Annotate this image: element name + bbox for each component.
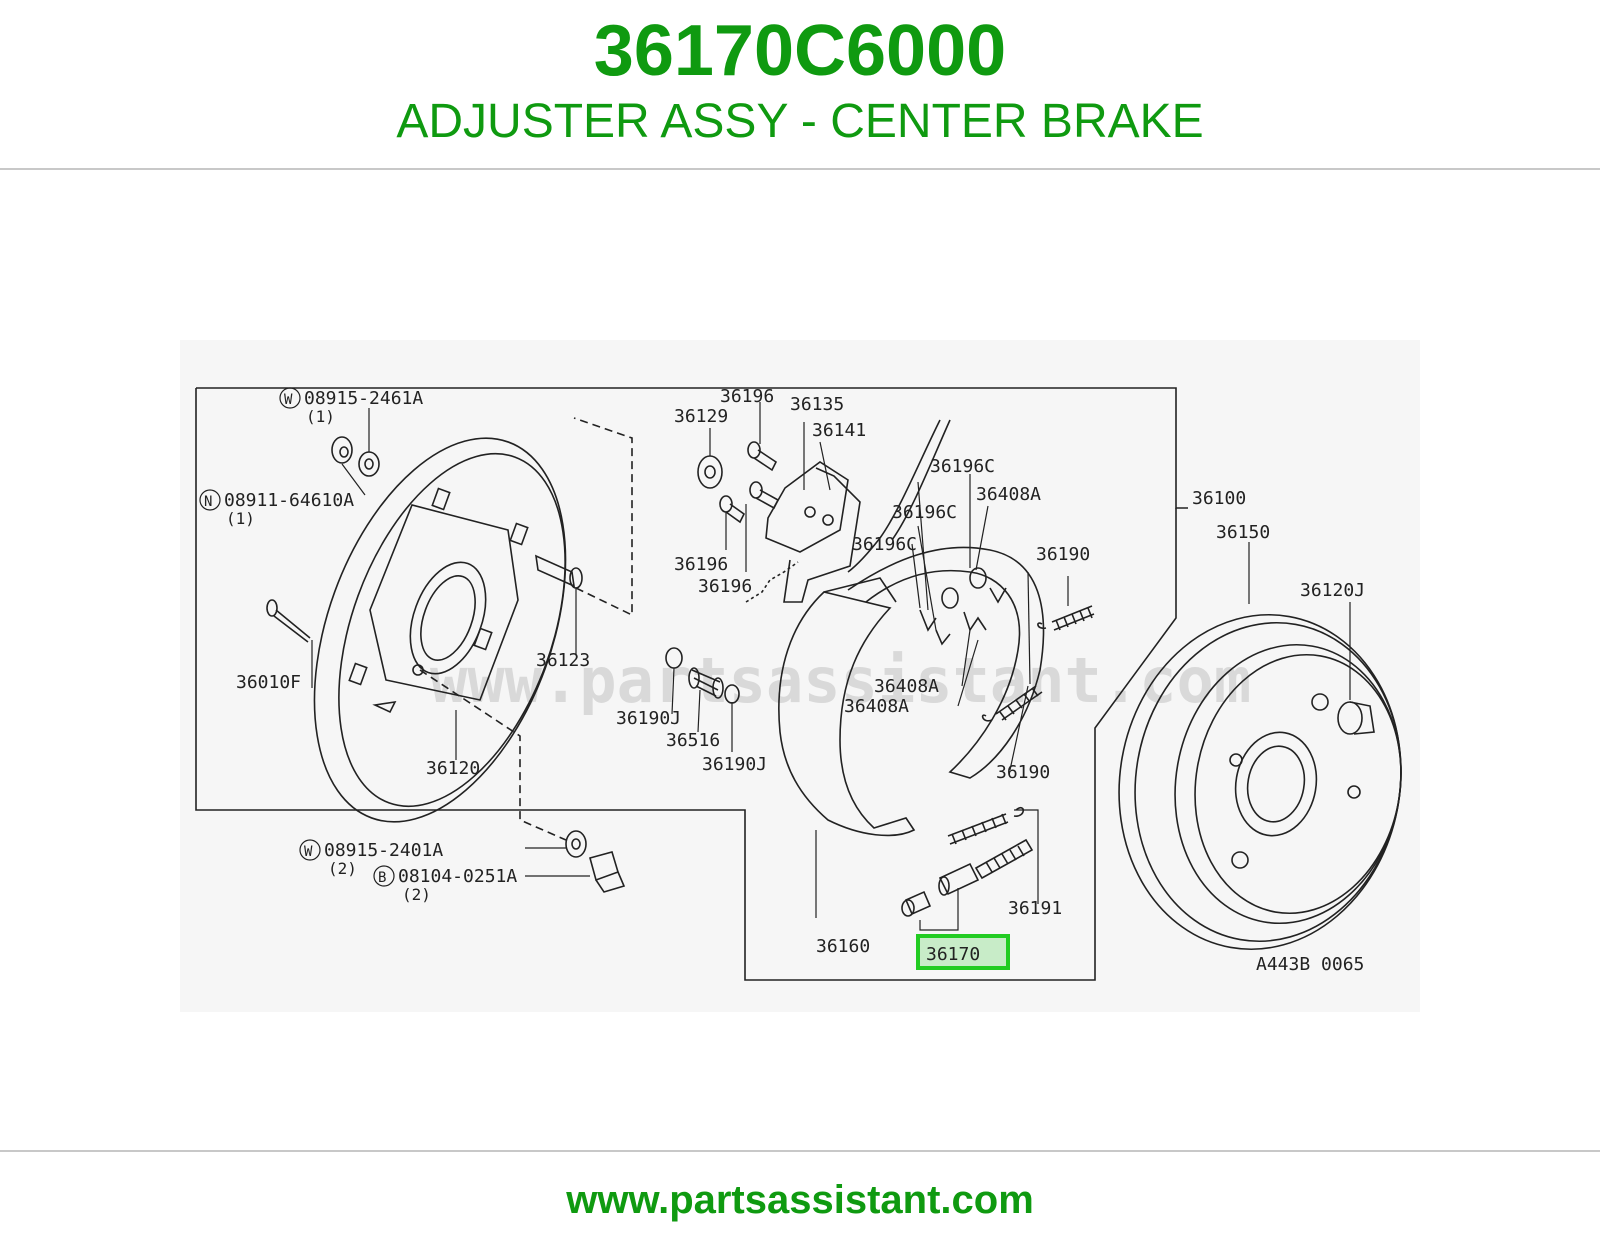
label-36100: 36100 — [1192, 488, 1246, 509]
brake-shoe-36160 — [778, 546, 1045, 837]
assembly-bracket-bottom — [195, 388, 1085, 981]
label-36190-a: 36190 — [1036, 544, 1090, 565]
dashed-leader-36123 — [573, 417, 633, 617]
label-36196-a: 36196 — [720, 386, 774, 407]
label-36135: 36135 — [790, 394, 844, 415]
dashed-leader-bolt — [419, 669, 567, 841]
shoe-clips — [919, 567, 1007, 646]
label-36141: 36141 — [812, 420, 866, 441]
label-36129: 36129 — [674, 406, 728, 427]
stud-36120j — [1337, 701, 1375, 735]
watermark-text: www.partsassistant.com — [430, 644, 1251, 717]
parking-cable-outer — [891, 419, 951, 541]
label-36408a-b: 36408A — [874, 676, 939, 697]
label-36196c-c: 36196C — [852, 534, 917, 555]
header-divider — [0, 168, 1600, 170]
assembly-bracket-right — [1085, 508, 1177, 981]
exploded-parts-diagram: www.partsassistant.com — [180, 340, 1420, 1017]
label-08911-64610a: 08911-64610A — [224, 490, 354, 511]
diagram-code: A443B 0065 — [1256, 954, 1364, 975]
leader-lines — [311, 402, 1351, 931]
label-circle-w1: W — [284, 392, 293, 408]
adjuster-spring-36191 — [947, 807, 1025, 845]
washer-08915-2401a — [565, 830, 587, 858]
part-labels: W 08915-2461A (1) N 08911-64610A (1) 360… — [199, 386, 1365, 975]
nut-08911-64610a — [331, 436, 353, 464]
label-36010f: 36010F — [236, 672, 301, 693]
highlight-box-36170 — [916, 934, 1010, 970]
label-qty-1b: (1) — [226, 509, 255, 528]
spring-36190-lower — [981, 685, 1043, 722]
label-08915-2401a: 08915-2401A — [324, 840, 443, 861]
label-36196c-a: 36196C — [930, 456, 995, 477]
spring-36190-upper — [1037, 605, 1095, 631]
label-36196-b: 36196 — [674, 554, 728, 575]
part-number-title: 36170C6000 — [593, 11, 1007, 91]
label-36190j-a: 36190J — [616, 708, 681, 729]
label-36191: 36191 — [1008, 898, 1062, 919]
bolt-08104-0251a — [589, 851, 626, 893]
label-qty-2b: (2) — [402, 885, 431, 904]
label-qty-2a: (2) — [328, 859, 357, 878]
label-36196c-b: 36196C — [892, 502, 957, 523]
label-circle-b: B — [378, 870, 386, 886]
footer-website-url[interactable]: www.partsassistant.com — [566, 1178, 1034, 1222]
assembly-bracket-top — [196, 387, 1188, 509]
label-36190j-b: 36190J — [702, 754, 767, 775]
label-36123: 36123 — [536, 650, 590, 671]
label-circle-w2: W — [304, 844, 313, 860]
label-36120: 36120 — [426, 758, 480, 779]
label-36170-highlighted: 36170 — [926, 944, 980, 965]
label-circle-n: N — [204, 494, 212, 510]
label-08915-2461a: 08915-2461A — [304, 388, 423, 409]
adjuster-screw-36170 — [901, 838, 1034, 917]
label-08104-0251a: 08104-0251A — [398, 866, 517, 887]
label-36408a-c: 36408A — [844, 696, 909, 717]
label-36120j: 36120J — [1300, 580, 1365, 601]
label-36196-c: 36196 — [698, 576, 752, 597]
footer-divider — [0, 1150, 1600, 1152]
backing-plate-36120 — [313, 437, 567, 823]
bolt-36010f — [266, 599, 311, 643]
label-36150: 36150 — [1216, 522, 1270, 543]
label-36190-b: 36190 — [996, 762, 1050, 783]
spring-36516 — [688, 667, 724, 699]
label-36408a-a: 36408A — [976, 484, 1041, 505]
part-name-subtitle: ADJUSTER ASSY - CENTER BRAKE — [396, 95, 1204, 148]
parking-cable — [847, 419, 941, 573]
strut-spring — [745, 561, 799, 603]
pin-36196-upper — [747, 441, 778, 472]
brake-drum-36150 — [1118, 613, 1402, 951]
label-36160: 36160 — [816, 936, 870, 957]
label-36516: 36516 — [666, 730, 720, 751]
label-qty-1a: (1) — [306, 407, 335, 426]
diagram-background — [180, 340, 1420, 1012]
lever-36141 — [783, 467, 861, 603]
